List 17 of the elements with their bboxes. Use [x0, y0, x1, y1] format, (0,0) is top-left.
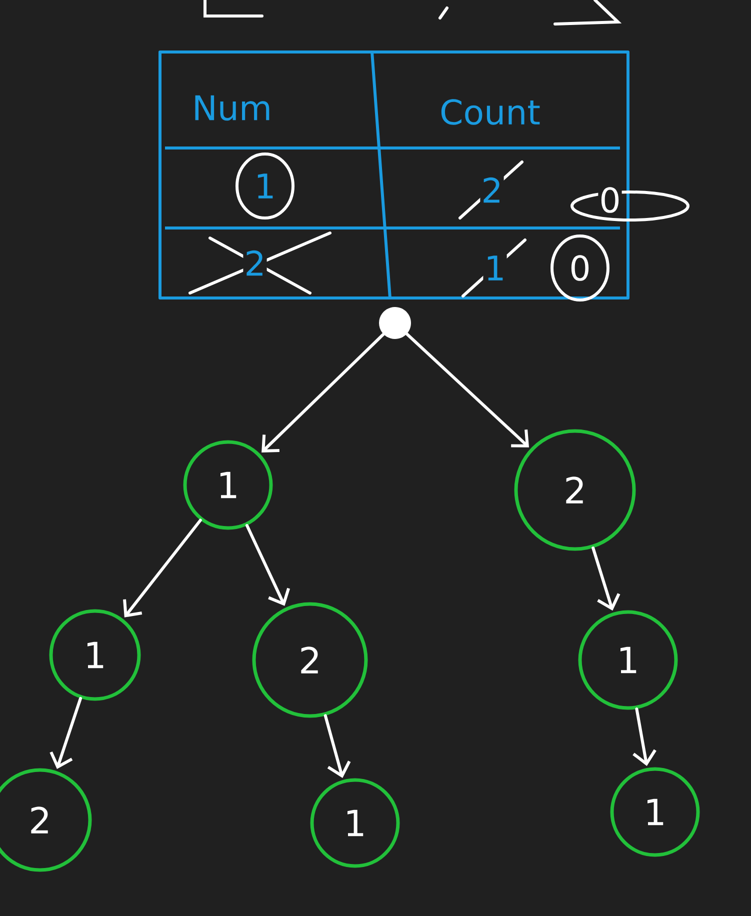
- struck-cell-text: 2: [458, 160, 524, 220]
- circled-cell-text: 0: [550, 234, 610, 302]
- arrow: [262, 332, 385, 452]
- arrow: [324, 714, 351, 778]
- table-cell-text: Count: [441, 99, 540, 125]
- table-cell-text: Num: [195, 95, 270, 121]
- root-dot: [379, 307, 411, 339]
- crossed-cell-text: 2: [188, 232, 332, 294]
- arrow: [592, 546, 620, 611]
- arrow: [245, 524, 290, 606]
- struck-cell-text: 1: [462, 238, 526, 298]
- arrow: [50, 696, 82, 770]
- arrow: [632, 708, 656, 766]
- arrow: [123, 518, 202, 618]
- arrow: [405, 332, 529, 448]
- circled-cell-text: 1: [236, 152, 294, 220]
- struck-cell-text: 0: [570, 186, 690, 222]
